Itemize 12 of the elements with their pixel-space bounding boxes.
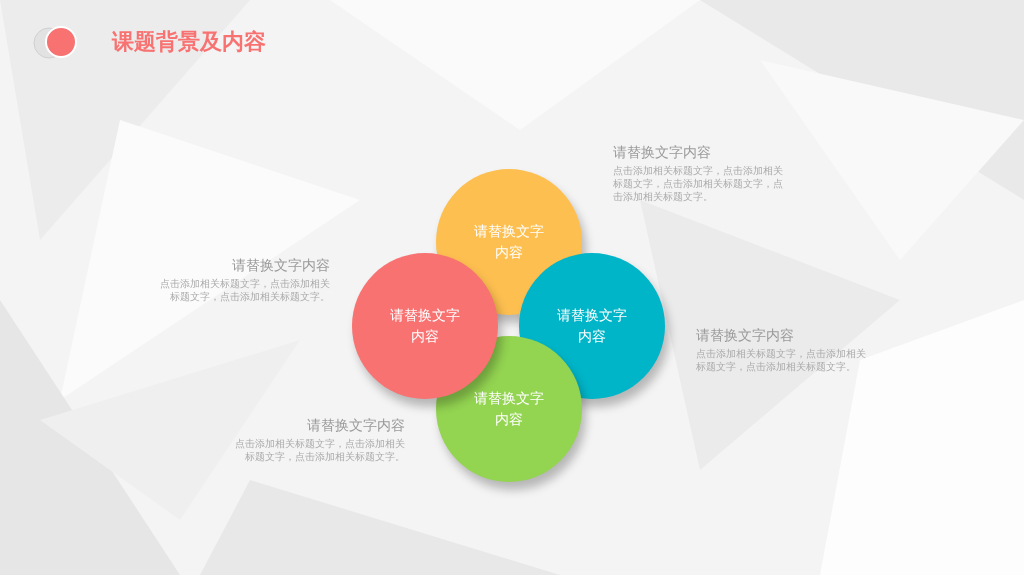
text-paragraph: 点击添加相关标题文字，点击添加相关标题文字，点击添加相关标题文字，点击添加相关标题文字。 — [613, 164, 783, 203]
text-heading: 请替换文字内容 — [231, 256, 330, 275]
text-paragraph: 点击添加相关标题文字，点击添加相关标题文字，点击添加相关标题文字。 — [160, 277, 330, 303]
node-text: 请替换文字内容 — [389, 306, 461, 346]
text-heading: 请替换文字内容 — [613, 143, 712, 162]
node-text: 请替换文字内容 — [473, 389, 545, 429]
text-heading: 请替换文字内容 — [306, 416, 405, 435]
node-text: 请替换文字内容 — [556, 306, 628, 346]
text-heading: 请替换文字内容 — [696, 326, 795, 345]
page-title: 课题背景及内容 — [112, 28, 266, 56]
text-paragraph: 点击添加相关标题文字，点击添加相关标题文字，点击添加相关标题文字。 — [235, 437, 405, 463]
node-text: 请替换文字内容 — [473, 222, 545, 262]
